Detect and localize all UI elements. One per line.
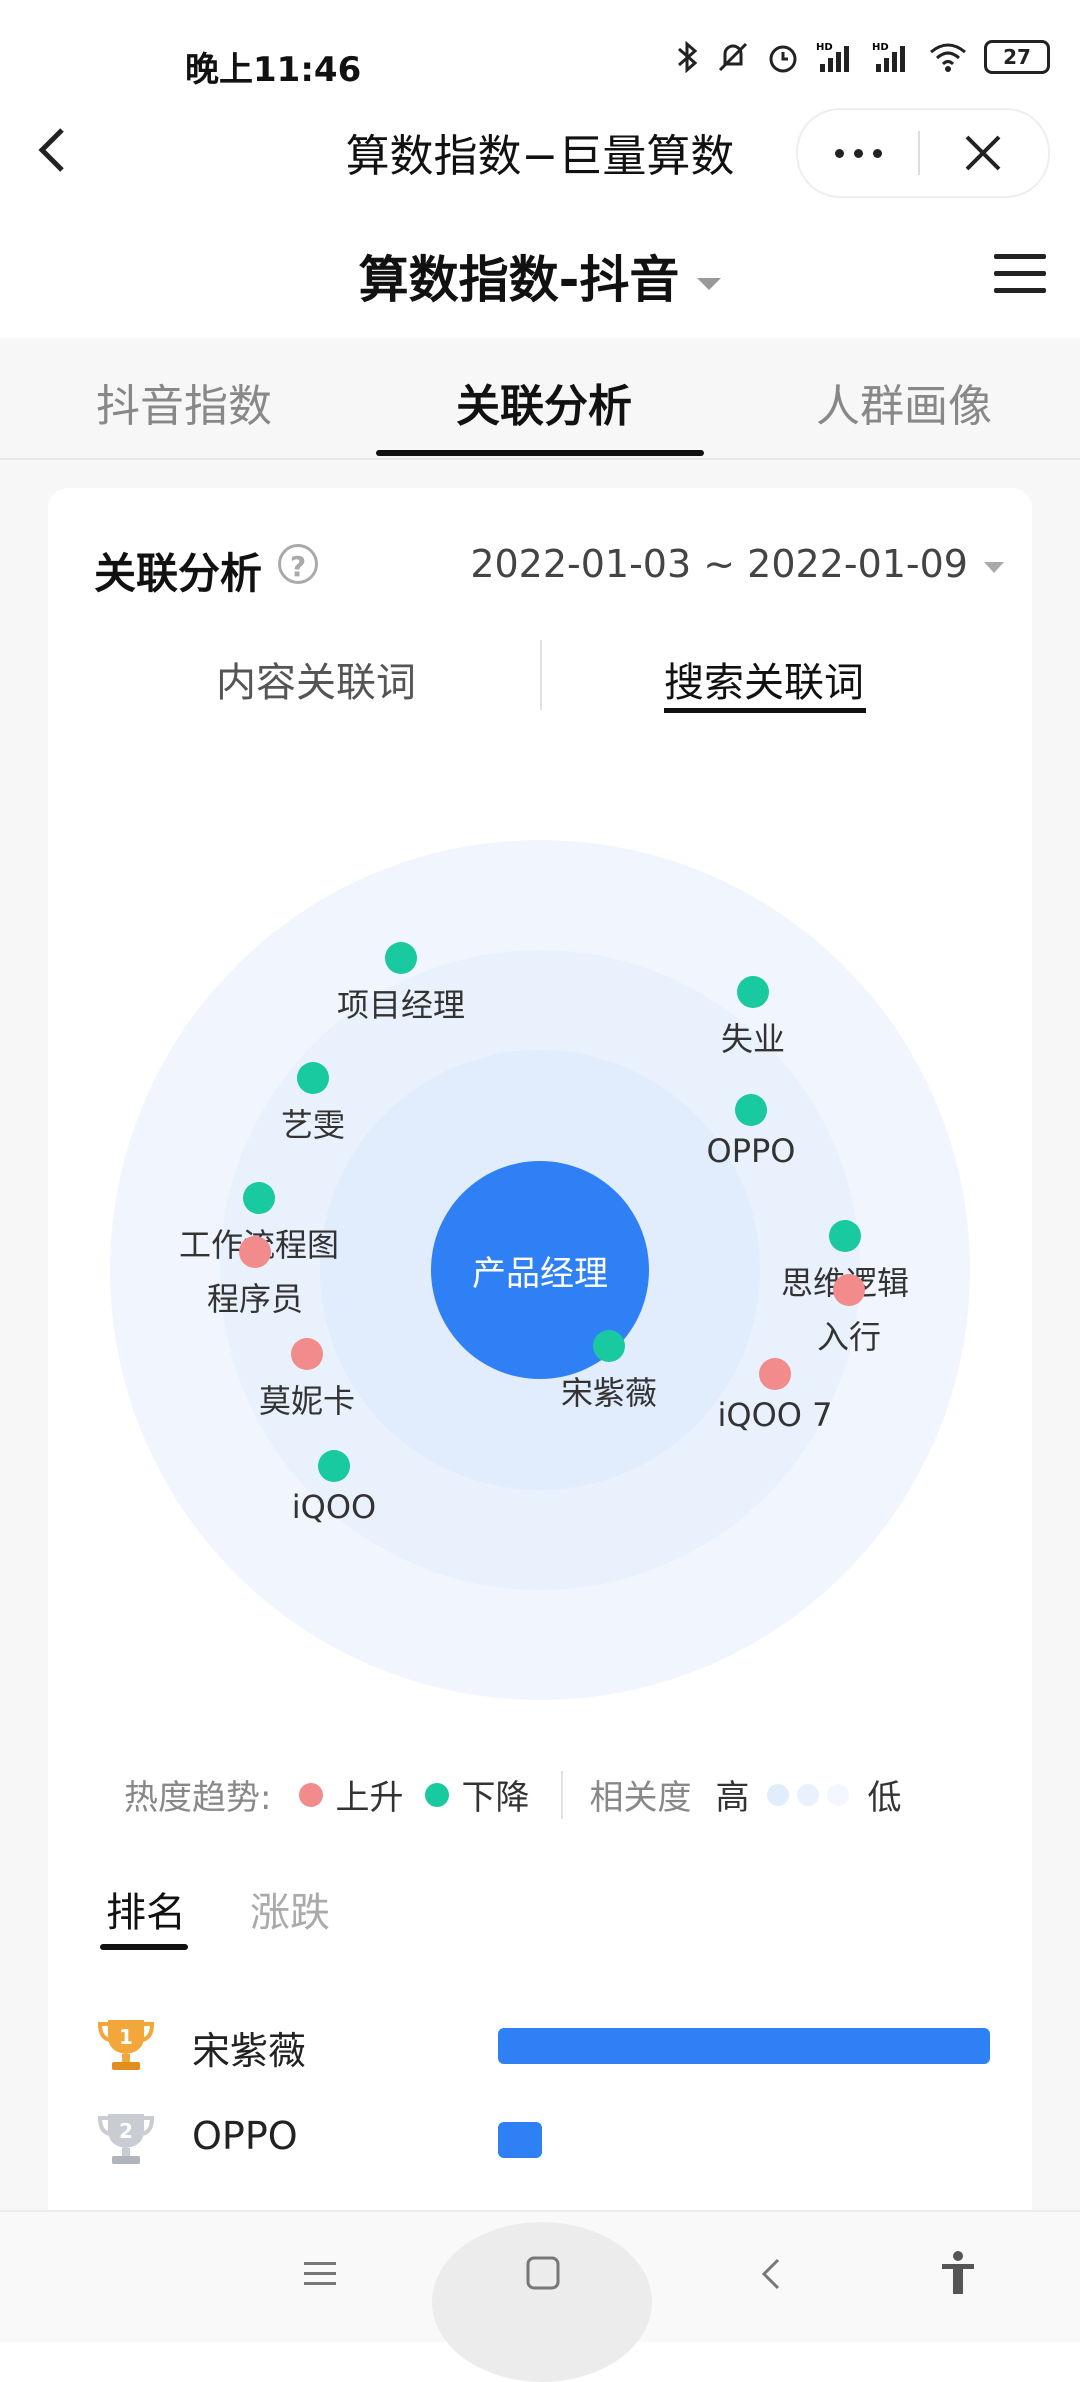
status-icons: HD HD 27: [676, 40, 1050, 74]
signal-hd-icon: HD: [816, 42, 849, 72]
section-title: 关联分析: [94, 549, 263, 598]
legend-rise-label: 上升: [335, 1778, 404, 1818]
fall-dot-icon: [425, 1782, 450, 1807]
legend-high: 高: [715, 1778, 750, 1818]
keyword-dot-fall[interactable]: [318, 1450, 350, 1482]
keyword-label[interactable]: 宋紫薇: [560, 1374, 658, 1412]
legend-divider: [561, 1770, 564, 1819]
capsule-menu: [796, 108, 1050, 198]
tab-ranking[interactable]: 排名: [106, 1890, 186, 1936]
svg-text:1: 1: [119, 2025, 133, 2049]
keyword-dot-rise[interactable]: [239, 1236, 271, 1268]
back-icon[interactable]: [756, 2254, 784, 2294]
menu-icon[interactable]: [302, 2256, 338, 2292]
tab-active-indicator: [376, 450, 704, 456]
caret-down-icon: [984, 562, 1004, 573]
legend-relevance-label: 相关度: [589, 1778, 692, 1818]
keyword-dot-fall[interactable]: [735, 1094, 767, 1126]
keyword-label[interactable]: 失业: [720, 1020, 786, 1058]
webview-title: 算数指数−巨量算数: [345, 131, 735, 182]
keyword-dot-fall[interactable]: [243, 1182, 275, 1214]
app-title-dropdown[interactable]: 算数指数-抖音: [0, 240, 1080, 312]
keyword-dot-rise[interactable]: [759, 1358, 791, 1390]
legend-fall-label: 下降: [461, 1778, 530, 1818]
svg-text:HD: HD: [872, 42, 889, 53]
alarm-icon: [769, 45, 797, 73]
keyword-label[interactable]: 莫妮卡: [258, 1382, 356, 1420]
ranking-row[interactable]: 2 OPPO: [94, 2104, 994, 2174]
keyword-label[interactable]: OPPO: [706, 1132, 796, 1170]
tab-correlation[interactable]: 关联分析: [456, 381, 632, 432]
home-icon[interactable]: [524, 2254, 562, 2292]
keyword-label[interactable]: iQOO 7: [717, 1396, 833, 1434]
system-nav-bar: [0, 2210, 1080, 2382]
caret-down-icon: [697, 277, 722, 290]
ranking-row[interactable]: 1 宋紫薇: [94, 2010, 994, 2080]
keyword-label[interactable]: 程序员: [206, 1280, 304, 1318]
back-icon[interactable]: [28, 120, 78, 180]
keyword-dot-fall[interactable]: [593, 1330, 625, 1362]
subtab-active-indicator: [664, 708, 866, 713]
gold-trophy-icon: 1: [97, 2020, 155, 2070]
keyword-label[interactable]: 项目经理: [336, 986, 466, 1024]
ranking-name: 宋紫薇: [192, 2029, 307, 2073]
keyword-dot-rise[interactable]: [833, 1274, 865, 1306]
help-icon[interactable]: ?: [278, 544, 318, 584]
rank-tab-indicator: [100, 1944, 188, 1950]
legend-low: 低: [867, 1778, 902, 1818]
ranking-bar: [498, 2028, 990, 2064]
wifi-icon: [930, 43, 966, 72]
keyword-dot-rise[interactable]: [291, 1338, 323, 1370]
battery-icon: 27: [984, 40, 1050, 74]
keyword-dot-fall[interactable]: [737, 976, 769, 1008]
app-title: 算数指数-抖音: [358, 251, 680, 309]
keyword-dot-fall[interactable]: [385, 942, 417, 974]
ranking-name: OPPO: [192, 2114, 298, 2158]
keyword-label[interactable]: 艺雯: [280, 1106, 346, 1144]
rise-dot-icon: [299, 1782, 324, 1807]
mute-icon: [718, 42, 748, 72]
svg-text:HD: HD: [816, 42, 833, 53]
keyword-label[interactable]: iQOO: [291, 1488, 377, 1526]
main-tabs: 抖音指数 关联分析 人群画像: [0, 338, 1080, 460]
tab-douyin-index[interactable]: 抖音指数: [96, 381, 272, 432]
more-icon[interactable]: [798, 110, 918, 196]
keyword-dot-fall[interactable]: [297, 1062, 329, 1094]
signal-hd-icon: HD: [872, 42, 905, 72]
tab-audience[interactable]: 人群画像: [816, 381, 992, 432]
legend-trend-label: 热度趋势:: [124, 1778, 272, 1818]
svg-text:2: 2: [119, 2119, 133, 2143]
tab-change[interactable]: 涨跌: [250, 1890, 330, 1936]
relevance-shade-low: [827, 1783, 850, 1806]
subtab-search-words[interactable]: 搜索关联词: [664, 660, 864, 706]
hamburger-menu-icon[interactable]: [992, 250, 1048, 298]
capsule-divider: [918, 131, 920, 175]
ranking-bar: [498, 2122, 542, 2158]
subtab-divider: [540, 640, 542, 710]
subtab-content-words[interactable]: 内容关联词: [216, 660, 416, 706]
home-button-highlight: [432, 2222, 652, 2382]
chart-legend: 热度趋势: 上升 下降 相关度 高 低: [124, 1770, 901, 1819]
legend-fall: 下降: [425, 1770, 529, 1819]
relevance-shade-high: [767, 1783, 790, 1806]
relevance-shade-mid: [797, 1783, 820, 1806]
correlation-bubble-chart: 产品经理 项目经理失业艺雯OPPO工作流程图程序员思维逻辑入行莫妮卡宋紫薇iQO…: [110, 840, 970, 1700]
silver-trophy-icon: 2: [97, 2114, 155, 2164]
legend-rise: 上升: [299, 1770, 403, 1819]
keyword-dot-fall[interactable]: [829, 1220, 861, 1252]
bluetooth-icon: [678, 40, 698, 74]
status-time: 晚上11:46: [185, 50, 362, 90]
close-icon[interactable]: [920, 110, 1046, 196]
accessibility-icon[interactable]: [938, 2250, 978, 2296]
keyword-label[interactable]: 入行: [816, 1318, 882, 1356]
date-range-selector[interactable]: 2022-01-03 ~ 2022-01-09: [470, 542, 968, 586]
